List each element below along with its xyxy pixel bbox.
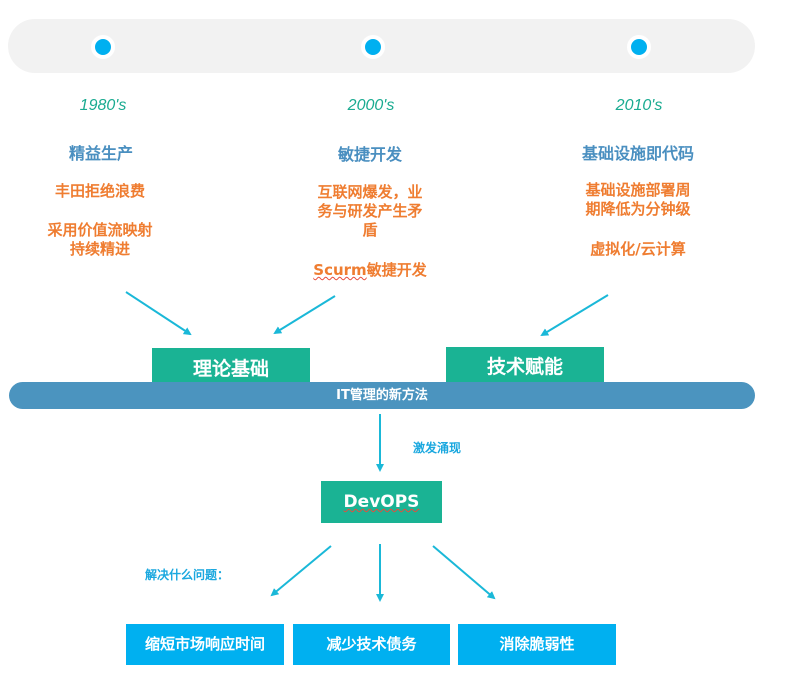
era-point-deploy: 基础设施部署周 期降低为分钟级 xyxy=(585,181,691,218)
era-title-iac: 基础设施即代码 xyxy=(581,144,694,163)
era-point-scrum: Scurm敏捷开发 xyxy=(300,261,440,280)
era-year-1980s: 1980's xyxy=(79,97,127,114)
scurm-suffix: 敏捷开发 xyxy=(366,261,427,279)
arrow-lean-to-theory xyxy=(125,291,192,336)
timeline-dot-2010s xyxy=(627,35,651,59)
timeline-dot-2000s xyxy=(361,35,385,59)
tech-enablement-box: 技术赋能 xyxy=(446,347,604,382)
scurm-word: Scurm xyxy=(313,261,367,279)
problem-box-fragility: 消除脆弱性 xyxy=(458,624,616,665)
era-year-2010s: 2010's xyxy=(615,97,663,114)
devops-label: DevOPS xyxy=(343,492,420,512)
devops-box: DevOPS xyxy=(321,481,442,523)
theory-foundation-box: 理论基础 xyxy=(152,348,310,382)
era-point-internet: 互联网爆发，业 务与研发产生矛 盾 xyxy=(317,183,423,239)
era-point-toyota: 丰田拒绝浪费 xyxy=(54,182,145,200)
emerge-label: 激发涌现 xyxy=(413,441,462,455)
era-point-value-stream: 采用价值流映射 持续精进 xyxy=(47,221,153,258)
arrow-devops-to-fragility xyxy=(432,545,496,600)
it-management-method-bar: IT管理的新方法 xyxy=(9,382,755,409)
problem-box-market-response: 缩短市场响应时间 xyxy=(126,624,284,665)
era-title-agile: 敏捷开发 xyxy=(337,145,402,164)
era-title-lean: 精益生产 xyxy=(68,144,133,163)
timeline-dot-1980s xyxy=(91,35,115,59)
question-label: 解决什么问题： xyxy=(145,568,230,582)
arrow-devops-to-market xyxy=(270,545,332,597)
problem-box-tech-debt: 减少技术债务 xyxy=(293,624,450,665)
era-year-2000s: 2000's xyxy=(347,97,395,114)
era-point-virtualization: 虚拟化/云计算 xyxy=(590,240,686,258)
arrow-iac-to-tech xyxy=(540,294,609,337)
arrow-agile-to-theory xyxy=(273,295,336,335)
